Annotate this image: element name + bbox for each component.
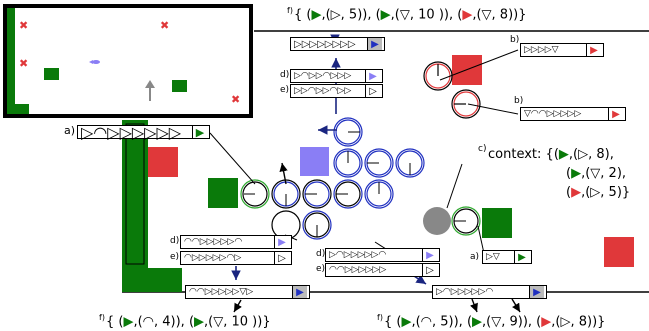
set-f-left: f){ (▶,(◠, 4)), (▶,(▽, 10 ))}	[99, 313, 271, 330]
label-d-top: d)	[280, 70, 290, 80]
token-strip-d-top: ▷◠▷▷◠▷▷▷ ▶	[290, 69, 383, 83]
token-strip-f-left: ◠◠▷▷▷▷▷▽▷ ▶	[185, 285, 310, 299]
token-strip-a-top: ▷◠▷▷▷▷▷▷ ▶	[77, 123, 210, 142]
token-strip-e-mid: ◠◠▷▷▷▷▷▷ ▷	[325, 263, 440, 277]
inset-green-block	[172, 80, 187, 92]
node-cluster	[240, 117, 425, 240]
label-e-mid: e)	[316, 264, 326, 274]
inset-green-block	[44, 68, 59, 80]
purple-square	[300, 147, 329, 176]
token-strip-a-right: ▷▽ ▶	[482, 250, 532, 264]
green-square	[482, 208, 512, 238]
green-square	[208, 178, 238, 208]
token-strip-e-top: ▷▷◠▷▷◠▷▷ ▷	[290, 84, 383, 98]
label-e-top: e)	[280, 85, 290, 95]
red-x-icon: ✖	[231, 93, 240, 106]
play-triangle-icon: ▶	[367, 38, 382, 50]
red-x-icon: ✖	[19, 19, 28, 32]
label-d-left: d)	[170, 236, 180, 246]
label-b-top: b)	[510, 35, 520, 45]
map-inset: ✖ ✖ ✖ ✖	[3, 4, 253, 118]
token-strip-d-left: ◠◠▷▷▷▷▷◠ ▶	[180, 235, 292, 249]
leader-line	[209, 132, 256, 185]
set-f-top: f){ (▶,(▷, 5)), (▶,(▽, 10 )), (▶,(▽, 8))…	[287, 6, 527, 23]
token-strip-d-mid: ▷◠▷▷▷▷▷◠ ▶	[325, 248, 440, 262]
red-square	[604, 237, 634, 267]
label-d-mid: d)	[316, 249, 326, 259]
red-x-icon: ✖	[19, 57, 28, 70]
top-right-nodes	[423, 61, 481, 119]
token-strip-b-mid: ▽◠◠▷▷▷▷▷ ▶	[520, 107, 626, 121]
context-set: context: {(▶,(▷, 8),	[488, 147, 614, 162]
token-strip-f-right: ▷◠▷▷▷▷▷◠ ▶	[432, 285, 547, 299]
blue-fish-icon	[92, 60, 100, 64]
red-square	[148, 147, 178, 177]
token-strip-f-top: ▷▷▷▷▷▷▷▷ ▶	[290, 37, 385, 51]
label-a-top: a)	[64, 124, 76, 137]
token-strip-e-left: ◠▷▷▷▷▷◠▷ ▷	[180, 251, 292, 265]
label-c: c)	[478, 144, 487, 154]
red-x-icon: ✖	[160, 19, 169, 32]
play-triangle-icon: ▶	[192, 126, 207, 139]
set-f-right: f){ (▶,(◠, 5)), (▶,(▽, 9)), (▶,(▷, 8))}	[377, 313, 606, 330]
token-strip-b-top: ▷▷▷▷▽ ▶	[520, 43, 604, 57]
grey-disc	[423, 207, 451, 235]
label-e-left: e)	[170, 252, 180, 262]
label-a-right: a)	[470, 252, 480, 262]
label-b-mid: b)	[514, 96, 524, 106]
grey-arrow-icon	[145, 80, 155, 88]
green-wall	[122, 120, 182, 292]
